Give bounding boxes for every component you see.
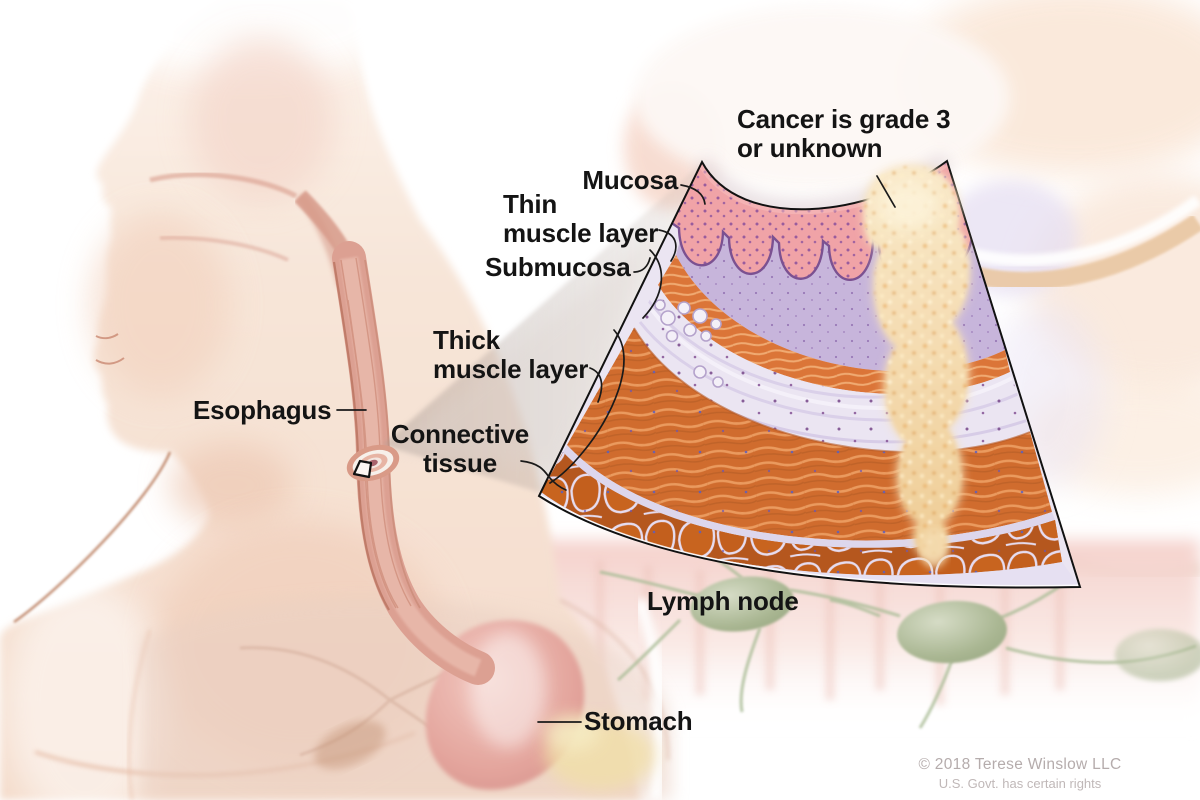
body-figure xyxy=(0,0,672,800)
leader-thick-muscle-pointer xyxy=(589,367,603,403)
label-thick-muscle-line1: Thick xyxy=(433,325,500,355)
label-cancer-grade-line2: or unknown xyxy=(737,132,883,163)
label-esophagus: Esophagus xyxy=(193,395,332,425)
lymph-node xyxy=(1115,629,1200,681)
cancer-mass xyxy=(860,162,973,568)
wedge-outline xyxy=(537,159,1082,589)
label-thick-muscle: Thick muscle layer xyxy=(433,326,588,383)
leader-submucosa-brace xyxy=(642,249,663,319)
leader-submucosa-pointer xyxy=(633,257,651,273)
label-connective-line1: Connective xyxy=(390,419,530,449)
lymph-node xyxy=(690,576,794,632)
leader-mucosa xyxy=(680,184,706,205)
label-stomach: Stomach xyxy=(584,706,693,736)
label-connective-tissue: Connective tissue xyxy=(380,420,540,477)
lymph-node xyxy=(897,600,1007,664)
biopsy-wedge-marker xyxy=(352,459,373,479)
leader-cancer xyxy=(876,175,896,208)
leader-lines xyxy=(336,175,896,723)
thin-muscle-layer xyxy=(658,255,1010,395)
label-thin-muscle-line2: muscle layer xyxy=(503,217,659,248)
submucosa-glands xyxy=(654,299,724,388)
connective-tissue-layer xyxy=(541,452,1062,576)
leader-thin-muscle xyxy=(658,229,677,262)
magnifier-cone xyxy=(383,161,704,494)
credit-line1: © 2018 Terese Winslow LLC xyxy=(918,756,1122,773)
label-thin-muscle: Thin muscle layer xyxy=(503,190,658,247)
label-thin-muscle-line1: Thin xyxy=(503,189,558,219)
label-connective-line2: tissue xyxy=(423,447,497,478)
label-thick-muscle-line2: muscle layer xyxy=(433,353,589,384)
leader-connective xyxy=(520,460,567,491)
esophagus-cut xyxy=(346,444,400,482)
label-mucosa: Mucosa xyxy=(582,165,678,195)
esophagus-illustration xyxy=(294,190,495,685)
label-lymph-node: Lymph node xyxy=(647,586,799,616)
credit-line2: U.S. Govt. has certain rights xyxy=(938,776,1102,791)
leader-thick-muscle-brace xyxy=(549,329,625,484)
label-submucosa: Submucosa xyxy=(485,252,631,282)
lymph-nodes xyxy=(690,576,1200,681)
label-cancer-grade: Cancer is grade 3 or unknown xyxy=(737,104,951,163)
label-cancer-grade-line1: Cancer is grade 3 xyxy=(737,104,951,134)
body-silhouette xyxy=(0,0,640,800)
